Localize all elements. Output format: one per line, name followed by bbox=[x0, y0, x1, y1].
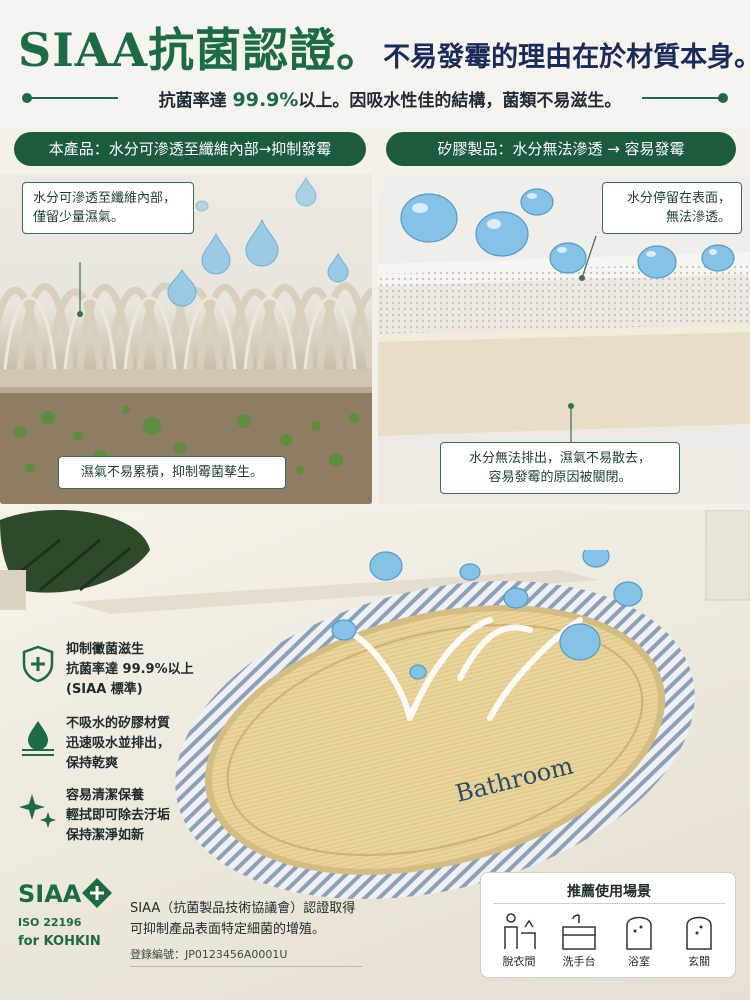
kohkin-label: for KOHKIN bbox=[18, 934, 101, 949]
siaa-mark-icon bbox=[82, 878, 112, 908]
rule-right bbox=[642, 97, 722, 99]
siaa-logo: SIAA bbox=[18, 880, 82, 908]
subline: 抗菌率達 99.9%以上。因吸水性佳的結構，菌類不易滋生。 bbox=[22, 86, 728, 111]
monstera-leaf-icon bbox=[0, 510, 150, 610]
subline-post: 以上。因吸水性佳的結構，菌類不易滋生。 bbox=[298, 91, 622, 111]
right-callout-bottom: 水分無法排出，濕氣不易散去， 容易發霉的原因被關閉。 bbox=[440, 442, 680, 494]
left-callout-bottom: 濕氣不易累積，抑制霉菌孳生。 bbox=[58, 456, 286, 489]
bath-mat-image: Bathroom bbox=[175, 550, 695, 900]
bathroom-door-icon bbox=[626, 916, 652, 950]
silicone-label-pill: 矽膠製品：水分無法滲透 → 容易發霉 bbox=[386, 132, 736, 166]
headline-sub: 不易發霉的理由在於材質本身。 bbox=[383, 42, 750, 73]
dressing-room-icon bbox=[504, 913, 536, 949]
scene-dressing-room: 脫衣間 bbox=[487, 911, 551, 975]
water-drop-icon bbox=[22, 721, 54, 756]
washbasin-icon bbox=[562, 914, 596, 950]
scene-washbasin: 洗手台 bbox=[547, 911, 611, 975]
left-callout-top: 水分可滲透至纖維內部， 僅留少量濕氣。 bbox=[22, 182, 194, 234]
sparkle-icon bbox=[19, 794, 56, 828]
comparison-section: 本產品：水分可滲透至纖維內部→抑制發霉 矽膠製品：水分無法滲透 → 容易發霉 bbox=[0, 128, 750, 510]
water-drops bbox=[331, 550, 643, 680]
product-section: Bathroom 抑制黴菌滋生 抗菌率達 99.9%以上 (SIAA 標準) 不… bbox=[0, 510, 750, 1000]
right-callout-top: 水分停留在表面， 無法滲透。 bbox=[602, 182, 742, 234]
scene-entrance: 玄關 bbox=[667, 911, 731, 975]
siaa-certification: SIAA ISO 22196 for KOHKIN SIAA（抗菌製品技術協議會… bbox=[18, 868, 362, 980]
iso-standard: ISO 22196 bbox=[18, 916, 82, 929]
room-background bbox=[0, 510, 750, 614]
scenes-title: 推薦使用場景 bbox=[567, 884, 651, 900]
rule-left bbox=[28, 97, 118, 99]
fiber-cross-section-panel: 水分可滲透至纖維內部， 僅留少量濕氣。 濕氣不易累積，抑制霉菌孳生。 bbox=[0, 174, 372, 504]
silicone-cross-section-panel: 水分停留在表面， 無法滲透。 水分無法排出，濕氣不易散去， 容易發霉的原因被關閉… bbox=[378, 174, 750, 504]
cert-divider bbox=[130, 966, 362, 967]
rule-dot-left bbox=[22, 93, 32, 103]
scene-bathroom: 浴室 bbox=[607, 911, 671, 975]
headline-main: SIAA抗菌認證。 bbox=[18, 23, 384, 77]
product-label-pill: 本產品：水分可滲透至纖維內部→抑制發霉 bbox=[14, 132, 366, 166]
entrance-door-icon bbox=[686, 916, 712, 950]
recommended-scenes: 推薦使用場景 脫衣間 洗手台 浴室 bbox=[480, 872, 736, 978]
cert-description: SIAA（抗菌製品技術協議會）認證取得 可抑制產品表面特定細菌的增殖。 bbox=[130, 901, 356, 937]
shield-plus-icon bbox=[22, 645, 54, 683]
headline: SIAA抗菌認證。不易發霉的理由在於材質本身。 bbox=[18, 14, 750, 78]
header: SIAA抗菌認證。不易發霉的理由在於材質本身。 抗菌率達 99.9%以上。因吸水… bbox=[0, 0, 750, 128]
registration-number: 登錄編號：JP0123456A0001U bbox=[130, 948, 288, 961]
scenes-divider bbox=[493, 903, 725, 904]
subline-pre: 抗菌率達 bbox=[158, 91, 227, 111]
subline-rate: 99.9% bbox=[232, 89, 299, 111]
rule-dot-right bbox=[718, 93, 728, 103]
silicone-illustration bbox=[378, 188, 750, 444]
